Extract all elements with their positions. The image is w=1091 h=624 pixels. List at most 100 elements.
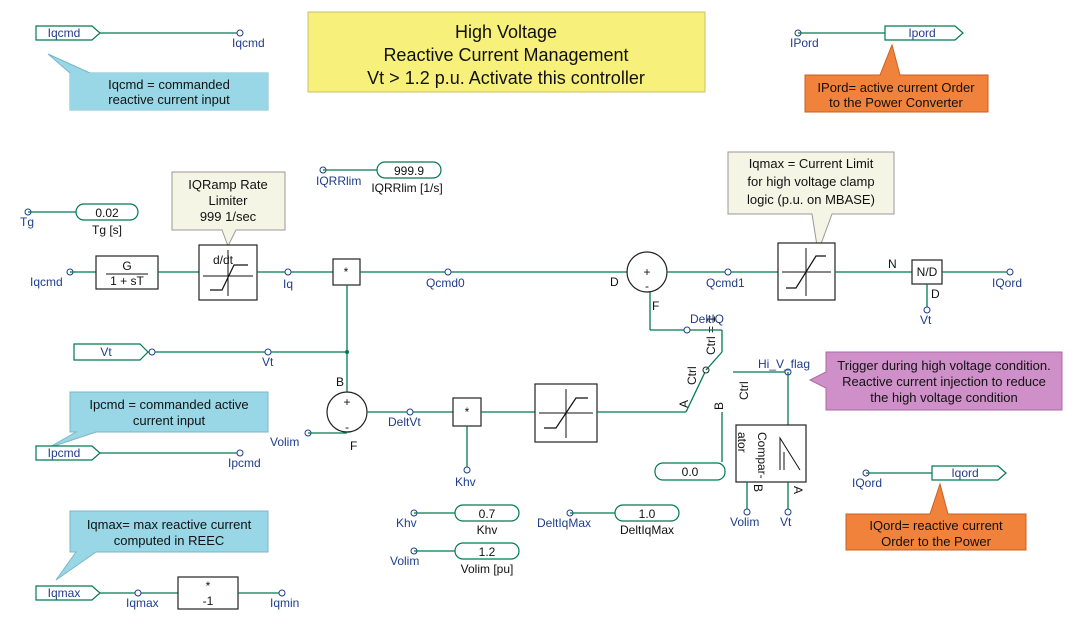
ipord-callout: IPord= active current Order to the Power… bbox=[804, 43, 989, 113]
main-signal-path: Iqcmd G 1 + sT d/dt Iq * Qcmd0 D bbox=[30, 242, 1022, 327]
svg-text:Vt: Vt bbox=[100, 345, 112, 359]
iqcmd-signal-label: Iqcmd bbox=[30, 275, 63, 289]
svg-text:*: * bbox=[344, 265, 349, 279]
ramp-rate-callout: IQRamp Rate Limiter 999 1/sec bbox=[171, 171, 286, 248]
svg-text:-1: -1 bbox=[203, 594, 214, 608]
svg-text:Volim [pu]: Volim [pu] bbox=[461, 562, 514, 576]
svg-text:Khv: Khv bbox=[477, 523, 498, 537]
zero-constant[interactable]: 0.0 bbox=[654, 462, 726, 481]
svg-text:Reactive current injection to: Reactive current injection to reduce bbox=[842, 374, 1046, 389]
ipord-output-tag[interactable]: IPord Ipord bbox=[790, 25, 964, 50]
svg-text:0.02: 0.02 bbox=[95, 206, 119, 220]
svg-text:Iqmax = Current Limit: Iqmax = Current Limit bbox=[749, 156, 874, 171]
svg-text:Iqmin: Iqmin bbox=[270, 596, 299, 610]
svg-text:IQord= reactive current: IQord= reactive current bbox=[869, 518, 1003, 533]
svg-text:Compar-: Compar- bbox=[755, 432, 769, 479]
deltiqmax-constant[interactable]: DeltIqMax 1.0 DeltIqMax bbox=[537, 504, 680, 537]
svg-text:DeltIqMax: DeltIqMax bbox=[537, 516, 591, 530]
ipord-port-label: IPord bbox=[790, 36, 819, 50]
summing-junction-right[interactable]: + - bbox=[626, 251, 668, 293]
negate-block[interactable]: * -1 bbox=[177, 576, 239, 610]
svg-text:B: B bbox=[336, 375, 344, 389]
deltiq-limit-block[interactable] bbox=[534, 383, 598, 443]
iqord-callout: IQord= reactive current Order to the Pow… bbox=[845, 482, 1027, 551]
svg-text:Iqcmd = commanded: Iqcmd = commanded bbox=[108, 77, 230, 92]
iq-signal-label: Iq bbox=[283, 277, 293, 291]
qcmd1-signal-label: Qcmd1 bbox=[706, 276, 745, 290]
comparator-block[interactable]: Compar- ator bbox=[735, 424, 807, 483]
svg-text:A: A bbox=[791, 486, 805, 494]
svg-text:the high voltage condition: the high voltage condition bbox=[870, 390, 1017, 405]
qcmd0-signal-label: Qcmd0 bbox=[426, 276, 465, 290]
svg-text:-: - bbox=[345, 420, 349, 434]
svg-text:Khv: Khv bbox=[396, 516, 417, 530]
vt-input-tag[interactable]: Vt bbox=[73, 343, 149, 361]
volim-constant[interactable]: Volim 1.2 Volim [pu] bbox=[390, 542, 520, 576]
divider-block[interactable]: N/D bbox=[911, 259, 943, 285]
iqcmd-input-tag[interactable]: Iqcmd Iqcmd bbox=[35, 25, 265, 50]
svg-text:Iqmax: Iqmax bbox=[126, 596, 159, 610]
svg-text:Ctrl: Ctrl bbox=[737, 381, 751, 400]
svg-text:+: + bbox=[343, 395, 350, 409]
svg-text:IQRamp Rate: IQRamp Rate bbox=[188, 177, 267, 192]
svg-text:A: A bbox=[677, 400, 691, 408]
khv-constant[interactable]: Khv 0.7 Khv bbox=[396, 504, 520, 537]
current-limit-block[interactable] bbox=[777, 242, 836, 301]
svg-text:ator: ator bbox=[735, 432, 749, 453]
multiplier-block-2[interactable]: * bbox=[452, 397, 482, 427]
svg-text:Vt: Vt bbox=[920, 313, 932, 327]
ramp-limiter-block[interactable]: d/dt bbox=[198, 244, 258, 301]
iqmax-input-tag[interactable]: Iqmax Iqmax bbox=[35, 585, 178, 610]
svg-text:F: F bbox=[350, 439, 357, 453]
svg-text:computed in REEC: computed in REEC bbox=[114, 533, 225, 548]
svg-text:1.0: 1.0 bbox=[639, 507, 656, 521]
ipcmd-input-tag[interactable]: Ipcmd Ipcmd bbox=[35, 445, 261, 470]
svg-text:Vt: Vt bbox=[262, 355, 274, 369]
iqord-output-tag[interactable]: IQord Iqord bbox=[852, 465, 1007, 490]
svg-text:Ipcmd: Ipcmd bbox=[48, 446, 81, 460]
svg-text:+: + bbox=[643, 265, 650, 279]
svg-text:logic (p.u. on MBASE): logic (p.u. on MBASE) bbox=[747, 192, 875, 207]
svg-text:Volim: Volim bbox=[390, 554, 419, 568]
svg-text:D: D bbox=[931, 287, 940, 301]
svg-text:999.9: 999.9 bbox=[394, 164, 424, 178]
ctrl-switch[interactable]: Ctrl Ctrl = 1 B Ctrl bbox=[685, 316, 751, 462]
svg-text:Ipcmd = commanded active: Ipcmd = commanded active bbox=[89, 397, 248, 412]
svg-text:0.0: 0.0 bbox=[682, 465, 699, 479]
svg-text:Ctrl = 1: Ctrl = 1 bbox=[704, 316, 718, 355]
lag-block[interactable]: G 1 + sT bbox=[95, 255, 159, 290]
trigger-callout: Trigger during high voltage condition. R… bbox=[808, 351, 1063, 411]
svg-text:Iqmax: Iqmax bbox=[48, 586, 81, 600]
iqmax-reec-callout: Iqmax= max reactive current computed in … bbox=[55, 510, 269, 581]
title-line-2: Reactive Current Management bbox=[383, 45, 628, 65]
svg-text:Volim: Volim bbox=[270, 435, 299, 449]
svg-text:*: * bbox=[465, 405, 470, 419]
svg-text:d/dt: d/dt bbox=[213, 253, 234, 267]
iqrrlim-constant[interactable]: IQRRlim 999.9 IQRRlim [1/s] bbox=[316, 161, 443, 195]
svg-text:Order to the Power: Order to the Power bbox=[881, 534, 991, 549]
iqmax-limit-callout: Iqmax = Current Limit for high voltage c… bbox=[727, 151, 895, 254]
hi-v-flag-label: Hi_V_flag bbox=[758, 357, 810, 371]
iqcmd-port-label: Iqcmd bbox=[232, 36, 265, 50]
svg-text:IPord= active current Order: IPord= active current Order bbox=[817, 80, 975, 95]
title-line-1: High Voltage bbox=[455, 22, 557, 42]
svg-text:N: N bbox=[888, 257, 897, 271]
svg-text:1.2: 1.2 bbox=[479, 545, 496, 559]
tg-constant[interactable]: Tg 0.02 Tg [s] bbox=[20, 203, 139, 237]
deltvt-signal-label: DeltVt bbox=[388, 415, 421, 429]
svg-text:N/D: N/D bbox=[917, 265, 938, 279]
deltiq-signal-label: DeltIQ bbox=[690, 312, 724, 326]
svg-text:to the Power Converter: to the Power Converter bbox=[829, 95, 963, 110]
multiplier-block-1[interactable]: * bbox=[332, 258, 361, 286]
svg-text:Vt: Vt bbox=[780, 515, 792, 529]
svg-text:IQRRlim [1/s]: IQRRlim [1/s] bbox=[371, 181, 442, 195]
svg-text:DeltIqMax: DeltIqMax bbox=[620, 523, 674, 537]
svg-text:Trigger during high voltage co: Trigger during high voltage condition. bbox=[837, 358, 1050, 373]
svg-text:*: * bbox=[206, 579, 211, 593]
svg-text:D: D bbox=[610, 275, 619, 289]
summing-junction-left[interactable]: + - bbox=[326, 391, 368, 434]
svg-text:0.7: 0.7 bbox=[479, 507, 496, 521]
svg-text:Iqmax= max reactive current: Iqmax= max reactive current bbox=[87, 517, 252, 532]
svg-text:Ctrl: Ctrl bbox=[685, 366, 699, 385]
ipord-tag-label: Ipord bbox=[908, 26, 935, 40]
